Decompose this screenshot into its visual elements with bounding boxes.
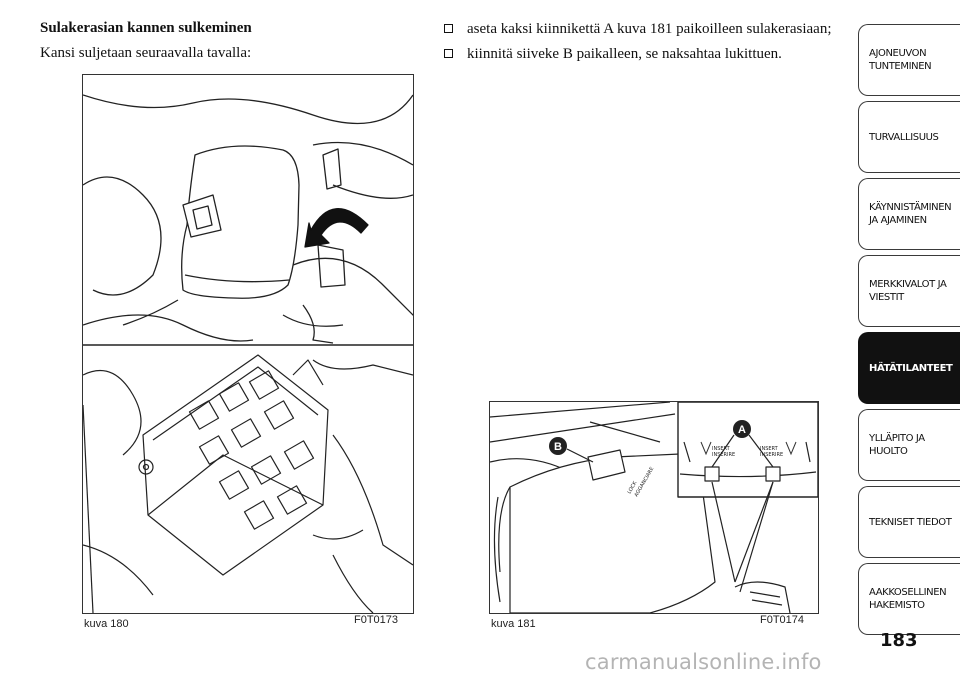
tab-ajoneuvon-tunteminen[interactable]: AJONEUVON TUNTEMINEN (858, 24, 960, 96)
tab-turvallisuus[interactable]: TURVALLISUUS (858, 101, 960, 173)
tab-hatatilanteet[interactable]: HÄTÄTILANTEET (858, 332, 960, 404)
fuse-box-clips-illustration: B A LOCK AGGANCIARE INSERT INSERIRE INSE… (490, 402, 818, 613)
inserire-left-text: INSERIRE (712, 452, 735, 458)
figure-180 (82, 74, 414, 614)
label-b-text: B (554, 441, 562, 453)
figure-180-caption: kuva 180 (84, 618, 129, 630)
page-number: 183 (880, 630, 918, 651)
label-a-text: A (738, 424, 746, 436)
inserire-right-text: INSERIRE (760, 452, 783, 458)
fuse-box-illustration (83, 94, 413, 613)
instruction-text: kiinnitä siiveke B paikalleen, se naksah… (467, 46, 782, 62)
figure-181: B A LOCK AGGANCIARE INSERT INSERIRE INSE… (489, 401, 819, 614)
figure-181-caption: kuva 181 (491, 618, 536, 630)
tab-kaynnistaminen[interactable]: KÄYNNISTÄMINEN JA AJAMINEN (858, 178, 960, 250)
tab-yllapito[interactable]: YLLÄPITO JA HUOLTO (858, 409, 960, 481)
instruction-list: aseta kaksi kiinnikettä A kuva 181 paiko… (440, 20, 850, 70)
label-b-marker (549, 437, 567, 455)
intro-text: Kansi suljetaan seuraavalla tavalla: (40, 45, 252, 61)
tab-tekniset-tiedot[interactable]: TEKNISET TIEDOT (858, 486, 960, 558)
insert-left-text: INSERT (712, 446, 731, 452)
instruction-item: kiinnitä siiveke B paikalleen, se naksah… (440, 45, 850, 64)
watermark: carmanualsonline.info (585, 650, 822, 674)
checkbox-bullet-icon (444, 24, 453, 33)
section-heading: Sulakerasian kannen sulkeminen (40, 20, 252, 36)
tab-merkkivalot[interactable]: MERKKIVALOT JA VIESTIT (858, 255, 960, 327)
instruction-text: aseta kaksi kiinnikettä A kuva 181 paiko… (467, 21, 832, 37)
insert-right-text: INSERT (760, 446, 779, 452)
checkbox-bullet-icon (444, 49, 453, 58)
instruction-item: aseta kaksi kiinnikettä A kuva 181 paiko… (440, 20, 850, 39)
label-a-marker (733, 420, 751, 438)
figure-180-code: F0T0173 (354, 614, 399, 626)
figure-181-code: F0T0174 (760, 614, 805, 626)
tab-hakemisto[interactable]: AAKKOSELLINEN HAKEMISTO (858, 563, 960, 635)
